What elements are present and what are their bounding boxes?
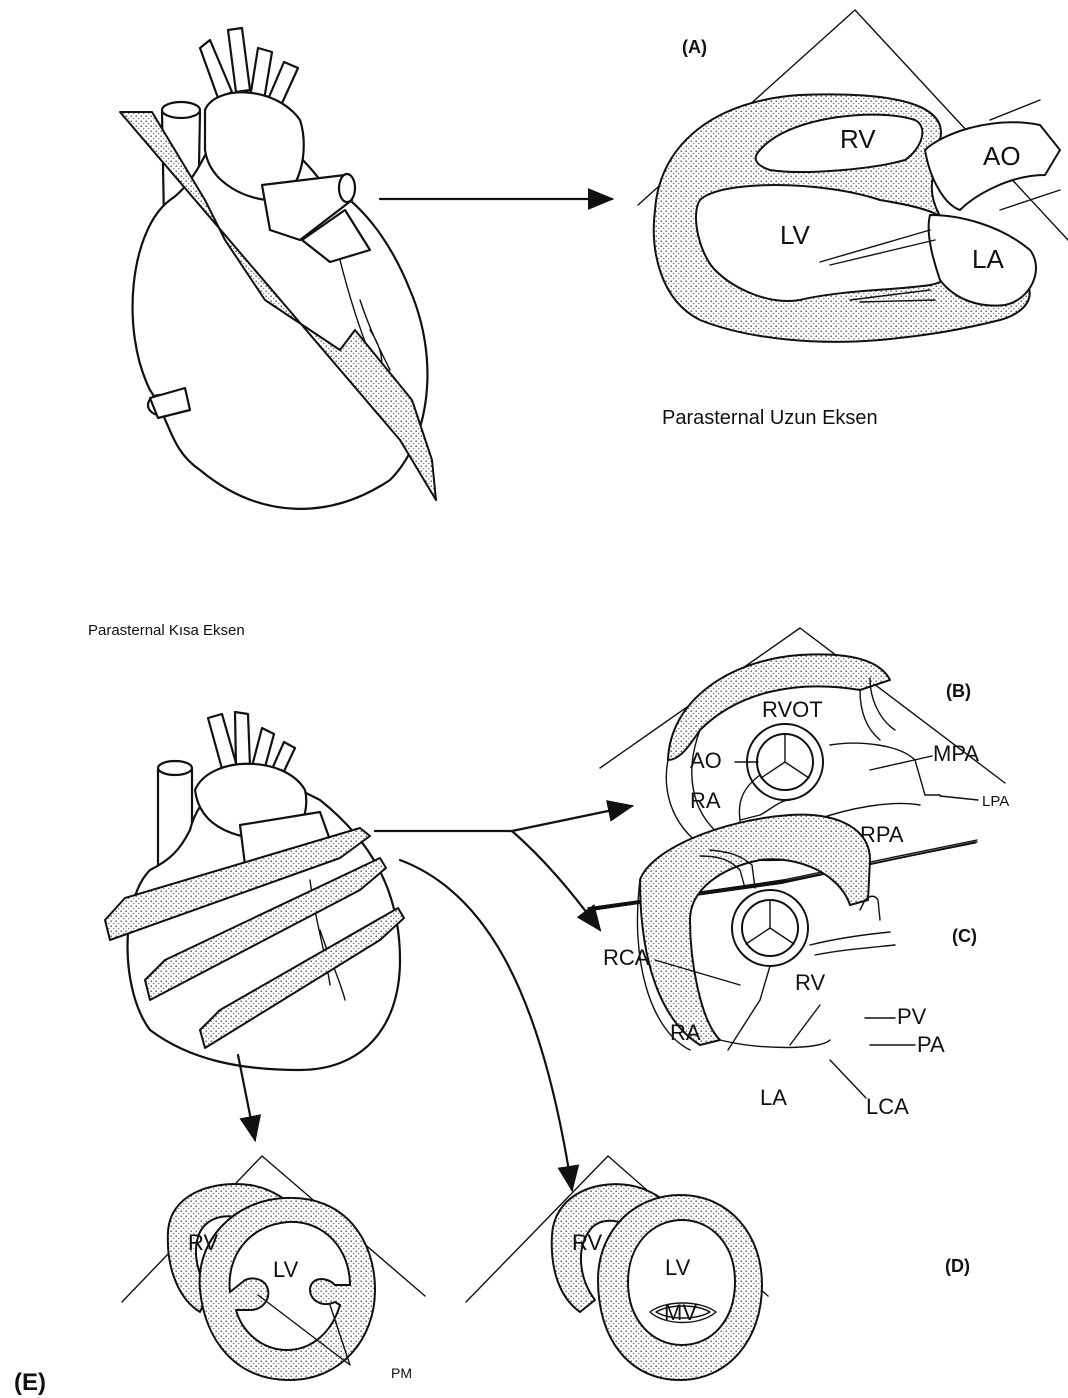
label-lv-e: LV xyxy=(273,1257,299,1282)
arrow-to-view-d xyxy=(400,860,572,1190)
label-la-a: LA xyxy=(972,244,1004,274)
label-rv-d: RV xyxy=(572,1230,602,1255)
label-rv-c: RV xyxy=(795,970,825,995)
label-lca-c: LCA xyxy=(866,1094,909,1119)
label-ao-a: AO xyxy=(983,141,1021,171)
label-mpa-b: MPA xyxy=(933,741,979,766)
label-pa-c: PA xyxy=(917,1032,945,1057)
caption-long-axis: Parasternal Uzun Eksen xyxy=(662,407,878,429)
panel-label-a: (A) xyxy=(682,37,707,57)
label-rvot-b: RVOT xyxy=(762,697,823,722)
leader-mpa-b xyxy=(870,756,932,770)
panel-label-c: (C) xyxy=(952,926,977,946)
label-rv-a: RV xyxy=(840,124,876,154)
label-mv-d: MV xyxy=(664,1300,697,1325)
label-ra-b: RA xyxy=(690,788,721,813)
panel-label-e: (E) xyxy=(14,1369,46,1396)
label-ao-b: AO xyxy=(690,748,722,773)
caption-short-axis: Parasternal Kısa Eksen xyxy=(88,622,245,639)
label-rca-c: RCA xyxy=(603,945,650,970)
heart-long-axis-illustration xyxy=(120,28,436,509)
label-pv-c: PV xyxy=(897,1004,927,1029)
leader-lca-c xyxy=(830,1060,866,1098)
arrow-to-view-c xyxy=(512,831,600,930)
label-ra-c: RA xyxy=(670,1020,701,1045)
label-lv-d: LV xyxy=(665,1255,691,1280)
panel-label-d: (D) xyxy=(945,1256,970,1276)
label-lv-a: LV xyxy=(780,220,811,250)
panel-label-b: (B) xyxy=(946,681,971,701)
heart-short-axis-illustration xyxy=(105,712,404,1070)
label-rv-e: RV xyxy=(188,1230,218,1255)
view-d-mitral-valve-level xyxy=(466,1156,768,1380)
label-pm-e: PM xyxy=(391,1365,412,1381)
label-la-c: LA xyxy=(760,1085,787,1110)
arrow-to-view-b xyxy=(375,806,632,831)
view-a-parasternal-long-axis xyxy=(638,10,1068,342)
leader-lpa-b xyxy=(940,796,978,800)
label-lpa-b: LPA xyxy=(982,793,1009,810)
